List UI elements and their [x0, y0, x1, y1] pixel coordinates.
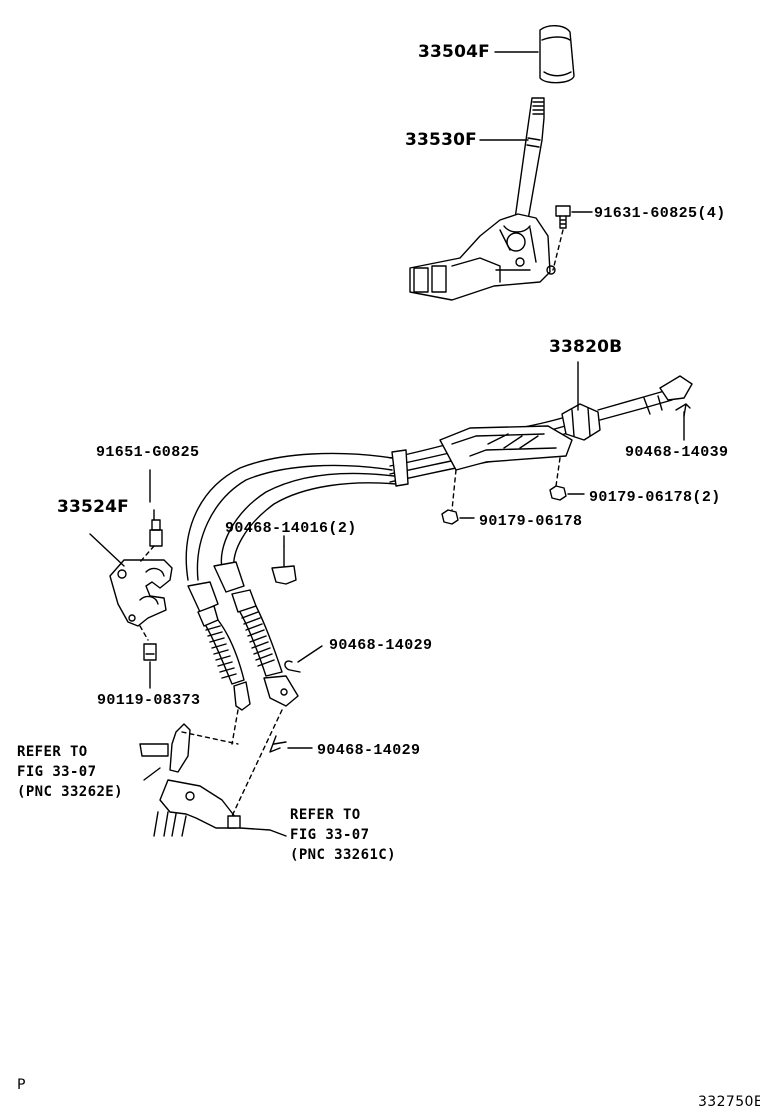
- select-lever-linkage: [139, 709, 239, 781]
- callout-lever-bolt: 91631-60825(4): [594, 205, 726, 222]
- callout-bracket: 33524F: [57, 497, 129, 517]
- refer-left-line-1: REFER TO: [17, 744, 88, 760]
- callout-nut-lower: 90179-06178: [479, 513, 583, 530]
- refer-right-line-1: REFER TO: [290, 807, 361, 823]
- cable-bracket: [109, 559, 173, 627]
- refer-note-left: REFER TO FIG 33-07 (PNC 33262E): [17, 742, 123, 802]
- clip-mid: [284, 645, 323, 673]
- refer-right-line-2: FIG 33-07: [290, 827, 370, 843]
- cable-boot-left: [187, 581, 251, 711]
- callout-clip-right: 90468-14039: [625, 444, 729, 461]
- cable-boot-right: [213, 561, 299, 707]
- lever-bolt: [552, 205, 571, 271]
- figure-code: 332750E: [698, 1094, 760, 1110]
- callout-clip-center: 90468-14016(2): [225, 520, 357, 537]
- refer-right-line-3: (PNC 33261C): [290, 847, 396, 863]
- clip-right: [675, 403, 691, 441]
- cable-assembly-upper: [389, 375, 693, 487]
- nut-upper: [549, 457, 585, 501]
- callout-bracket-bolt-lower: 90119-08373: [97, 692, 201, 709]
- lever-housing: [409, 213, 556, 301]
- bracket-bolt-lower: [139, 625, 157, 689]
- callout-knob: 33504F: [418, 42, 490, 62]
- clip-center: [271, 535, 297, 585]
- refer-left-line-3: (PNC 33262E): [17, 784, 123, 800]
- shift-lever-linkage: [153, 709, 287, 837]
- clip-lower: [269, 735, 313, 753]
- nut-lower: [441, 469, 475, 525]
- callout-lever: 33530F: [405, 130, 477, 150]
- callout-nut-upper: 90179-06178(2): [589, 489, 721, 506]
- callout-clip-mid: 90468-14029: [329, 637, 433, 654]
- refer-left-line-2: FIG 33-07: [17, 764, 97, 780]
- callout-bracket-bolt: 91651-G0825: [96, 444, 200, 461]
- bracket-bolt-upper: [139, 469, 163, 563]
- cable-outer: [185, 452, 397, 581]
- corner-mark: P: [17, 1077, 26, 1093]
- callout-cable-assembly: 33820B: [549, 337, 623, 357]
- refer-note-right: REFER TO FIG 33-07 (PNC 33261C): [290, 805, 396, 865]
- shift-lever-rod: [513, 97, 545, 227]
- callout-clip-lower: 90468-14029: [317, 742, 421, 759]
- shift-knob: [539, 25, 575, 84]
- leader-bracket: [89, 533, 125, 567]
